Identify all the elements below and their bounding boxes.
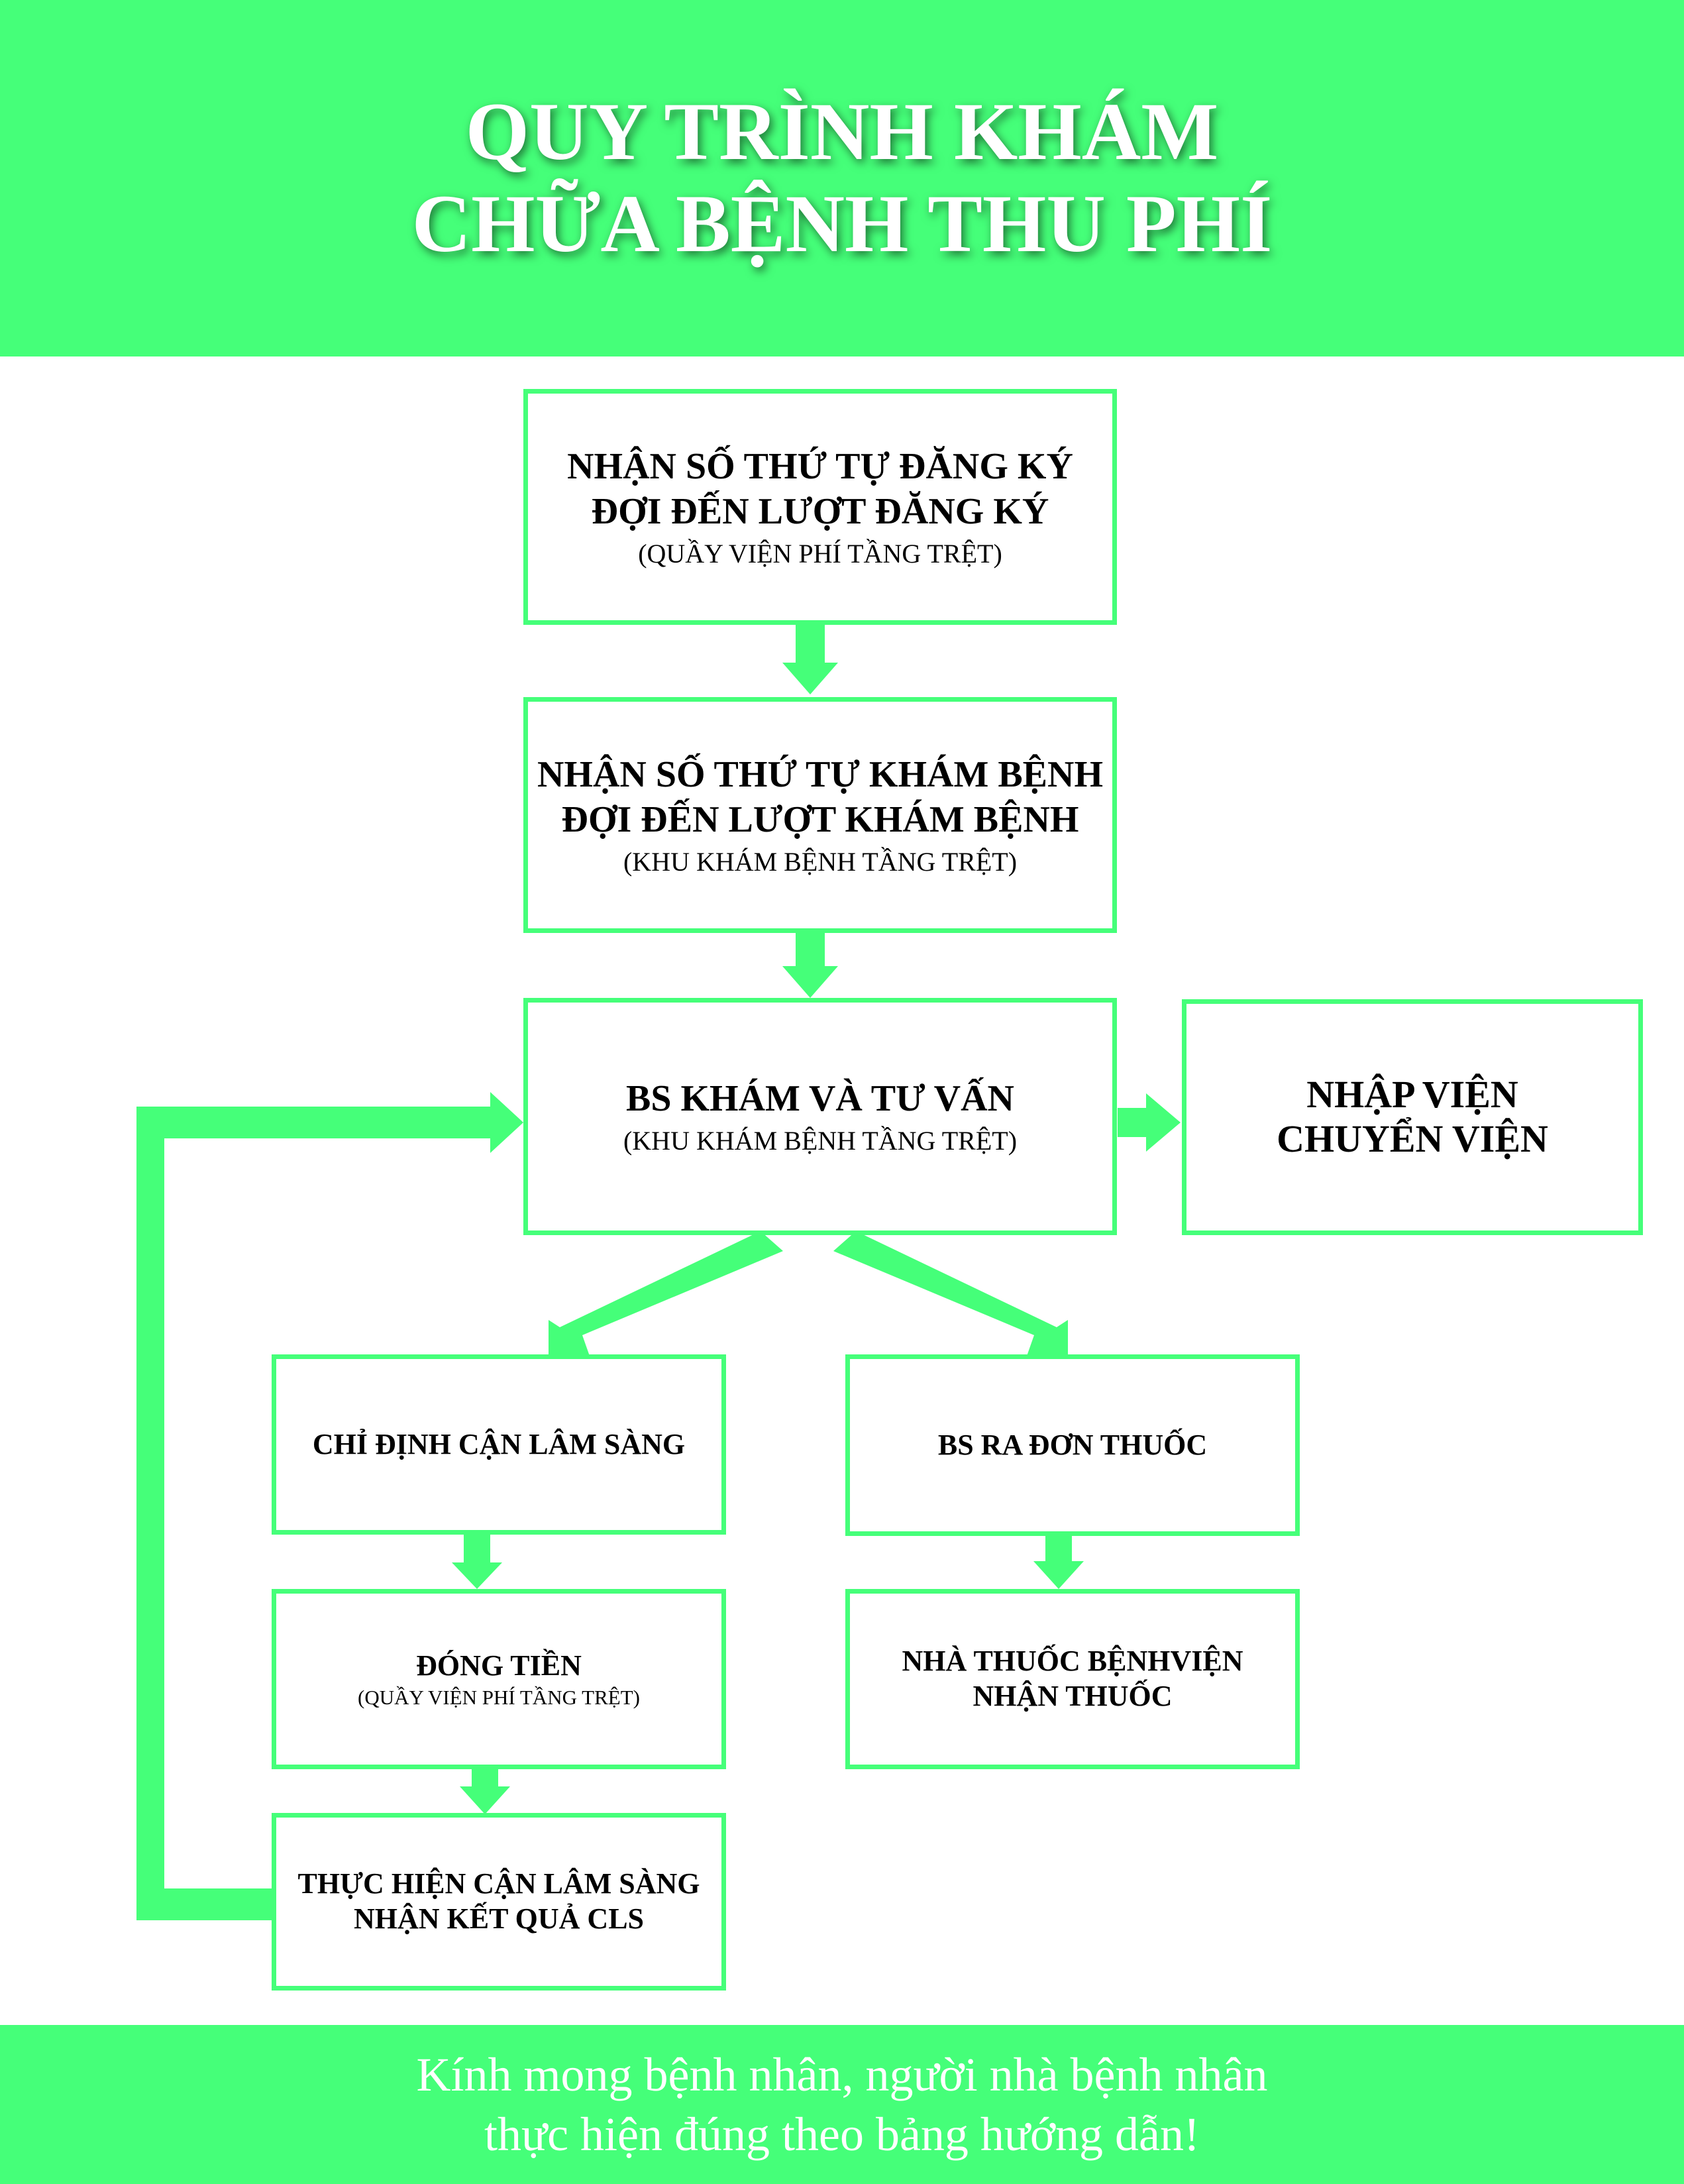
step-prescribe-line-1: BS RA ĐƠN THUỐC [937, 1428, 1208, 1461]
arrow-consult-to-admit [1118, 1093, 1181, 1152]
step-perform-tests-line-2: NHẬN KẾT QUẢ CLS [353, 1902, 645, 1935]
step-register-note: (QUẦY VIỆN PHÍ TẦNG TRỆT) [638, 538, 1002, 569]
arrow-prescribe-to-pharmacy [1033, 1536, 1084, 1589]
step-queue-line-1: NHẬN SỐ THỨ TỰ KHÁM BỆNH [537, 754, 1104, 796]
step-pharmacy: NHÀ THUỐC BỆNHVIỆN NHẬN THUỐC [845, 1589, 1300, 1769]
step-pay-note: (QUẦY VIỆN PHÍ TẦNG TRỆT) [358, 1686, 640, 1710]
step-queue-note: (KHU KHÁM BỆNH TẦNG TRỆT) [623, 846, 1018, 877]
step-admit: NHẬP VIỆN CHUYỂN VIỆN [1182, 999, 1643, 1235]
arrow-queue-to-consult [782, 933, 838, 998]
footer-line-1: Kính mong bệnh nhân, người nhà bệnh nhân [416, 2048, 1268, 2101]
step-pay: ĐÓNG TIỀN (QUẦY VIỆN PHÍ TẦNG TRỆT) [272, 1589, 726, 1769]
arrow-consult-to-order-tests [549, 1231, 783, 1360]
step-queue: NHẬN SỐ THỨ TỰ KHÁM BỆNH ĐỢI ĐẾN LƯỢT KH… [523, 697, 1117, 933]
step-register-line-2: ĐỢI ĐẾN LƯỢT ĐĂNG KÝ [591, 490, 1049, 532]
step-register: NHẬN SỐ THỨ TỰ ĐĂNG KÝ ĐỢI ĐẾN LƯỢT ĐĂNG… [523, 389, 1117, 625]
step-pay-line-1: ĐÓNG TIỀN [416, 1649, 582, 1682]
step-register-line-1: NHẬN SỐ THỨ TỰ ĐĂNG KÝ [567, 446, 1073, 488]
step-perform-tests-line-1: THỰC HIỆN CẬN LÂM SÀNG [297, 1867, 700, 1900]
footer-banner: Kính mong bệnh nhân, người nhà bệnh nhân… [0, 2025, 1684, 2184]
step-order-tests: CHỈ ĐỊNH CẬN LÂM SÀNG [272, 1354, 726, 1535]
step-admit-line-1: NHẬP VIỆN [1306, 1073, 1518, 1117]
arrow-pay-to-perform-tests [460, 1769, 510, 1814]
arrow-order-tests-to-pay [452, 1535, 502, 1589]
step-order-tests-line-1: CHỈ ĐỊNH CẬN LÂM SÀNG [312, 1427, 686, 1460]
step-consult: BS KHÁM VÀ TƯ VẤN (KHU KHÁM BỆNH TẦNG TR… [523, 998, 1117, 1235]
arrow-consult-to-prescribe [833, 1231, 1068, 1360]
step-pharmacy-line-1: NHÀ THUỐC BỆNHVIỆN [902, 1645, 1243, 1678]
step-pharmacy-line-2: NHẬN THUỐC [973, 1680, 1173, 1712]
header-banner: QUY TRÌNH KHÁM CHỮA BỆNH THU PHÍ [0, 0, 1684, 356]
step-perform-tests: THỰC HIỆN CẬN LÂM SÀNG NHẬN KẾT QUẢ CLS [272, 1813, 726, 1991]
page-title-line-1: QUY TRÌNH KHÁM [465, 86, 1219, 178]
step-prescribe: BS RA ĐƠN THUỐC [845, 1354, 1300, 1536]
arrow-register-to-queue [782, 625, 838, 694]
step-admit-line-2: CHUYỂN VIỆN [1277, 1117, 1548, 1160]
page-title-line-2: CHỮA BỆNH THU PHÍ [411, 178, 1273, 269]
step-queue-line-2: ĐỢI ĐẾN LƯỢT KHÁM BỆNH [561, 798, 1079, 840]
footer-line-2: thực hiện đúng theo bảng hướng dẫn! [484, 2108, 1200, 2161]
step-consult-line-1: BS KHÁM VÀ TƯ VẤN [625, 1077, 1014, 1119]
step-consult-note: (KHU KHÁM BỆNH TẦNG TRỆT) [623, 1126, 1018, 1156]
